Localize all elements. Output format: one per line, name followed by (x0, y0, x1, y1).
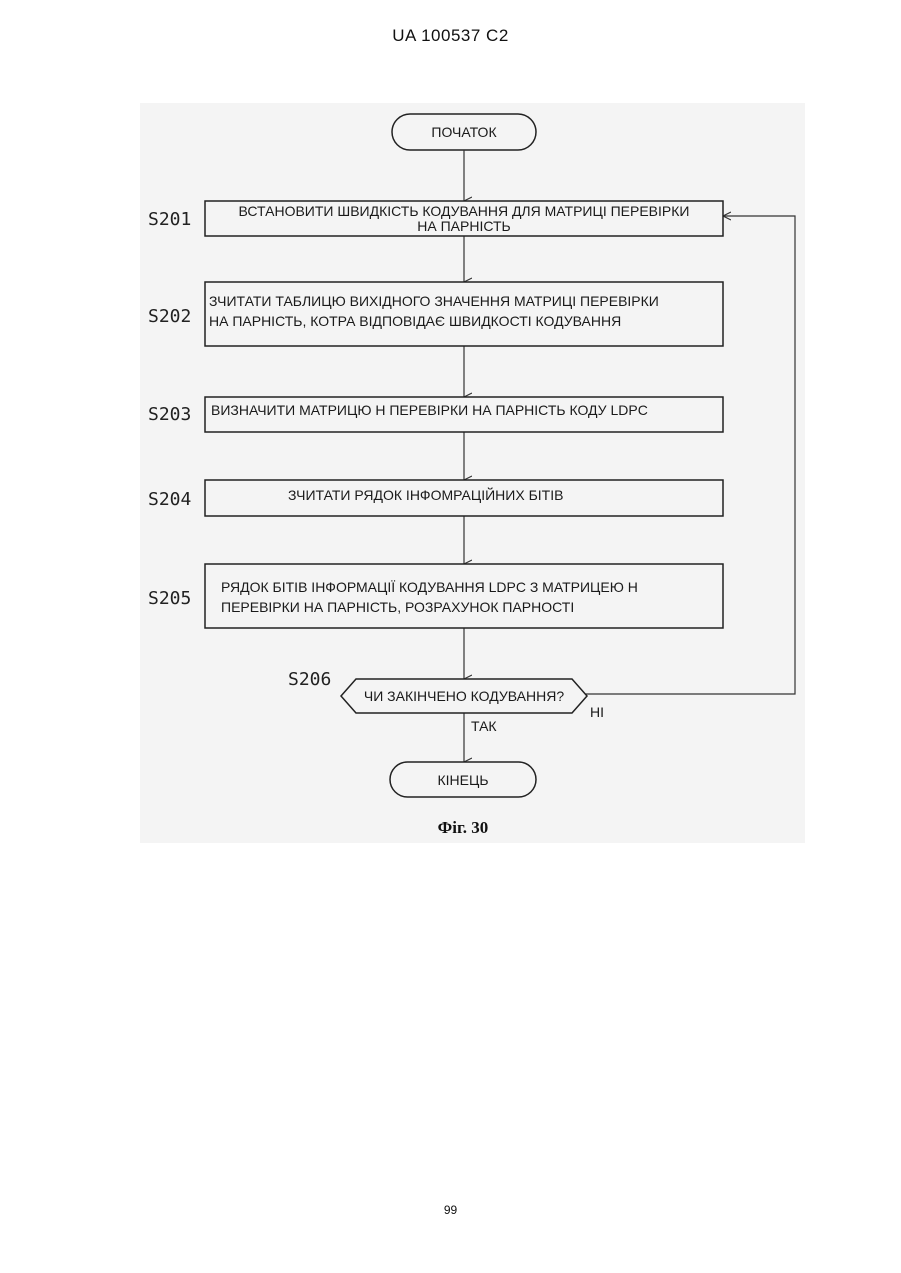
start-label: ПОЧАТОК (431, 124, 497, 140)
step-s201-text-line-2: НА ПАРНІСТЬ (417, 218, 510, 234)
decision-s206: S206 ЧИ ЗАКІНЧЕНО КОДУВАННЯ? ТАК НІ (288, 669, 604, 734)
end-terminator: КІНЕЦЬ (390, 762, 536, 797)
end-label: КІНЕЦЬ (437, 772, 488, 788)
decision-yes-label: ТАК (471, 718, 497, 734)
step-s201-label: S201 (148, 209, 191, 230)
step-s204: S204 ЗЧИТАТИ РЯДОК ІНФОМРАЦІЙНИХ БІТІВ (148, 480, 723, 516)
step-s202-text-line-1: ЗЧИТАТИ ТАБЛИЦЮ ВИХІДНОГО ЗНАЧЕННЯ МАТРИ… (209, 293, 659, 309)
step-s201: S201 ВСТАНОВИТИ ШВИДКІСТЬ КОДУВАННЯ ДЛЯ … (148, 201, 723, 236)
decision-no-label: НІ (590, 704, 604, 720)
step-s202-text-line-2: НА ПАРНІСТЬ, КОТРА ВІДПОВІДАЄ ШВИДКОСТІ … (209, 313, 621, 329)
page-number: 99 (0, 1203, 901, 1217)
step-s202: S202 ЗЧИТАТИ ТАБЛИЦЮ ВИХІДНОГО ЗНАЧЕННЯ … (148, 282, 723, 346)
step-s202-label: S202 (148, 306, 191, 327)
figure-caption: Фіг. 30 (438, 818, 489, 837)
step-s205-label: S205 (148, 588, 191, 609)
step-s204-text-line-1: ЗЧИТАТИ РЯДОК ІНФОМРАЦІЙНИХ БІТІВ (288, 486, 563, 503)
decision-question: ЧИ ЗАКІНЧЕНО КОДУВАННЯ? (364, 688, 564, 704)
decision-s206-label: S206 (288, 669, 331, 690)
step-s205-text-line-1: РЯДОК БІТІВ ІНФОРМАЦІЇ КОДУВАННЯ LDPC З … (221, 579, 638, 595)
step-s203-text-line-1: ВИЗНАЧИТИ МАТРИЦЮ Н ПЕРЕВІРКИ НА ПАРНІСТ… (211, 402, 648, 418)
step-s203: S203 ВИЗНАЧИТИ МАТРИЦЮ Н ПЕРЕВІРКИ НА ПА… (148, 397, 723, 432)
step-s204-label: S204 (148, 489, 191, 510)
step-s205-text-line-2: ПЕРЕВІРКИ НА ПАРНІСТЬ, РОЗРАХУНОК ПАРНОС… (221, 599, 574, 615)
step-s205: S205 РЯДОК БІТІВ ІНФОРМАЦІЇ КОДУВАННЯ LD… (148, 564, 723, 628)
step-s201-text-line-1: ВСТАНОВИТИ ШВИДКІСТЬ КОДУВАННЯ ДЛЯ МАТРИ… (239, 203, 690, 219)
step-s203-label: S203 (148, 404, 191, 425)
start-terminator: ПОЧАТОК (392, 114, 536, 150)
